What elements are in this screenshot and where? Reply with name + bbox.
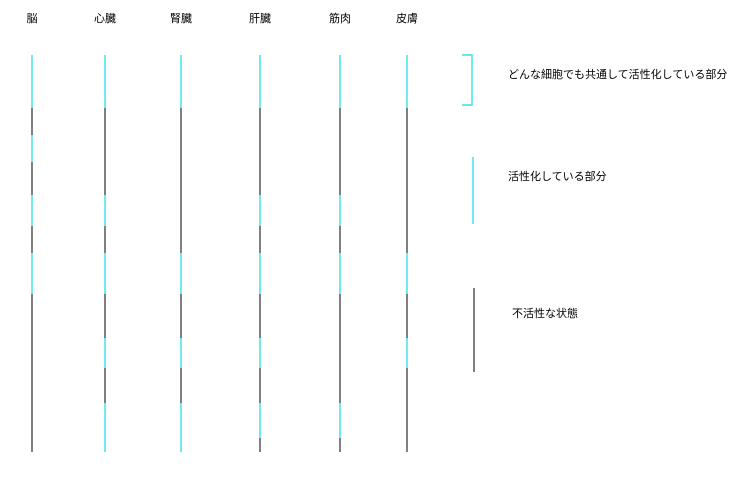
legend-text: 不活性な状態: [512, 306, 578, 320]
legend-item: 不活性な状態: [473, 288, 578, 372]
organ-column: 心臓: [94, 12, 116, 452]
legend-item: 活性化している部分: [472, 157, 607, 224]
organ-label: 腎臓: [170, 12, 192, 25]
organ-label: 脳: [27, 12, 38, 25]
organ-column: 筋肉: [329, 11, 351, 452]
organ-column: 脳: [27, 12, 38, 452]
organ-label: 心臓: [94, 12, 116, 25]
common-active-bracket: [462, 54, 473, 106]
legend-item: どんな細胞でも共通して活性化している部分: [462, 54, 727, 106]
legend-text: 活性化している部分: [508, 169, 607, 183]
organ-label: 筋肉: [329, 11, 351, 25]
organ-column: 皮膚: [396, 11, 418, 452]
organ-label: 皮膚: [396, 11, 418, 25]
organ-column: 肝臓: [249, 12, 271, 452]
legend-text: どんな細胞でも共通して活性化している部分: [508, 67, 727, 81]
organ-column: 腎臓: [170, 12, 192, 452]
organ-label: 肝臓: [249, 12, 271, 25]
